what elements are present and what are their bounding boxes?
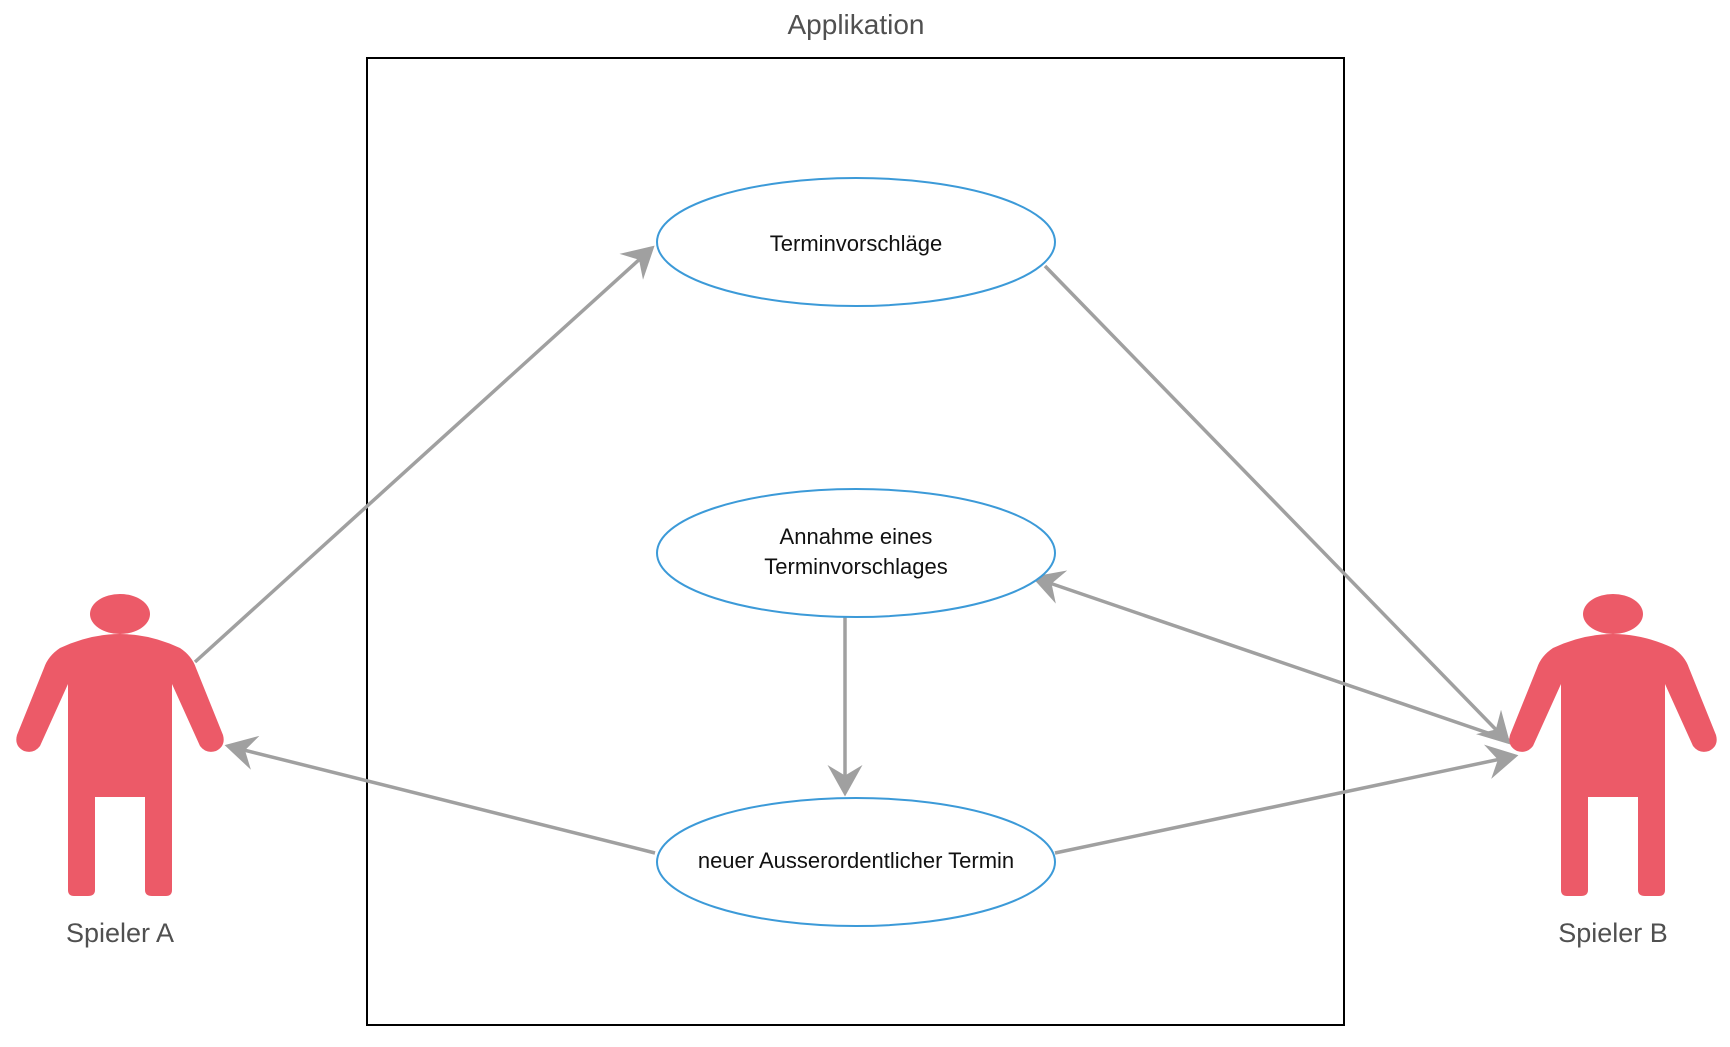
actor-figure-icon [1509, 594, 1717, 896]
system-boundary [366, 57, 1345, 1026]
use-case-ausserordentlich[interactable]: neuer Ausserordentlicher Termin [656, 797, 1056, 927]
use-case-label: Terminvorschläge [770, 231, 942, 256]
edge-spieler-b-to-annahme [1031, 570, 1521, 746]
use-case-ellipse [656, 488, 1056, 618]
edge-spieler-a-to-terminvorschlaege [193, 245, 655, 664]
actor-spieler-b[interactable]: Spieler B [1509, 594, 1717, 948]
system-boundary-label: Applikation [788, 9, 925, 40]
use-case-label-line-2: Terminvorschlages [764, 554, 947, 579]
use-case-terminvorschlaege[interactable]: Terminvorschläge [656, 177, 1056, 307]
edge-terminvorschlaege-to-spieler-b [1043, 264, 1511, 745]
use-case-label-line-1: Annahme eines [780, 524, 933, 549]
actor-label: Spieler A [66, 918, 174, 948]
actor-spieler-a[interactable]: Spieler A [16, 594, 224, 948]
use-case-ellipse [656, 177, 1056, 307]
actor-figure-icon [16, 594, 224, 896]
use-case-label: neuer Ausserordentlicher Termin [698, 848, 1014, 873]
edge-ausserordentlich-to-spieler-b [1054, 744, 1519, 855]
associations [193, 245, 1521, 855]
use-case-annahme[interactable]: Annahme eines Terminvorschlages [656, 488, 1056, 618]
use-case-ellipse [656, 797, 1056, 927]
actor-label: Spieler B [1558, 918, 1668, 948]
edge-ausserordentlich-to-spieler-a [224, 735, 656, 855]
